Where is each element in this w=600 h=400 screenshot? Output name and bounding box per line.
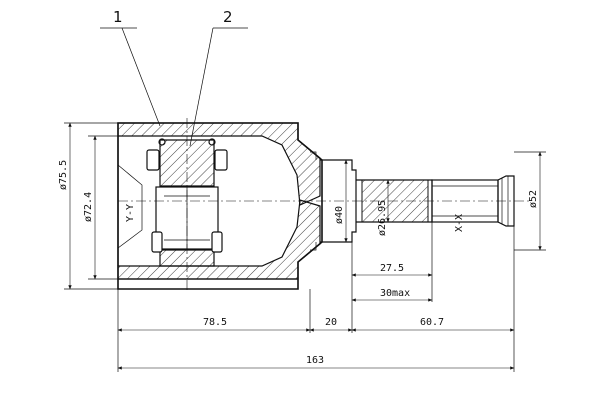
dim-d5: ø52 [528,190,539,208]
dim-l6: 163 [306,355,324,366]
housing [117,122,357,290]
callout-group: 1 2 [100,8,248,147]
needle-left-upper [146,149,160,171]
diameter-dims-left: ø75.5 ø72.4 Y-Y [58,122,136,290]
axis-yy: Y-Y [125,204,136,222]
dim-d4: ø26.95 [377,200,388,236]
dim-d1: ø75.5 [58,160,69,190]
needle-right-lower [211,231,223,253]
dim-d2: ø72.4 [83,192,94,222]
needle-left-lower [151,231,163,253]
callout-1: 1 [113,8,123,26]
dim-l1: 27.5 [380,263,404,274]
thread-lines [432,185,498,217]
callout-leader-1 [121,27,161,127]
length-dims: 27.5 30max 78.5 20 60.7 163 [117,222,515,372]
dim-l5: 60.7 [420,317,444,328]
diameter-dims-shaft: ø40 ø26.95 X-X ø52 [334,151,546,251]
circlip-right [208,138,216,146]
axis-xx: X-X [454,214,465,232]
dim-d3: ø40 [334,206,345,224]
seal-ridges [310,151,317,251]
cup-mouth [117,164,143,249]
callout-2: 2 [223,8,233,26]
circlip-left [158,138,166,146]
dim-l3: 78.5 [203,317,227,328]
dim-l4: 20 [325,317,337,328]
dim-l2: 30max [380,288,410,299]
needle-right-upper [214,149,228,171]
callout-leader-2 [189,27,214,147]
